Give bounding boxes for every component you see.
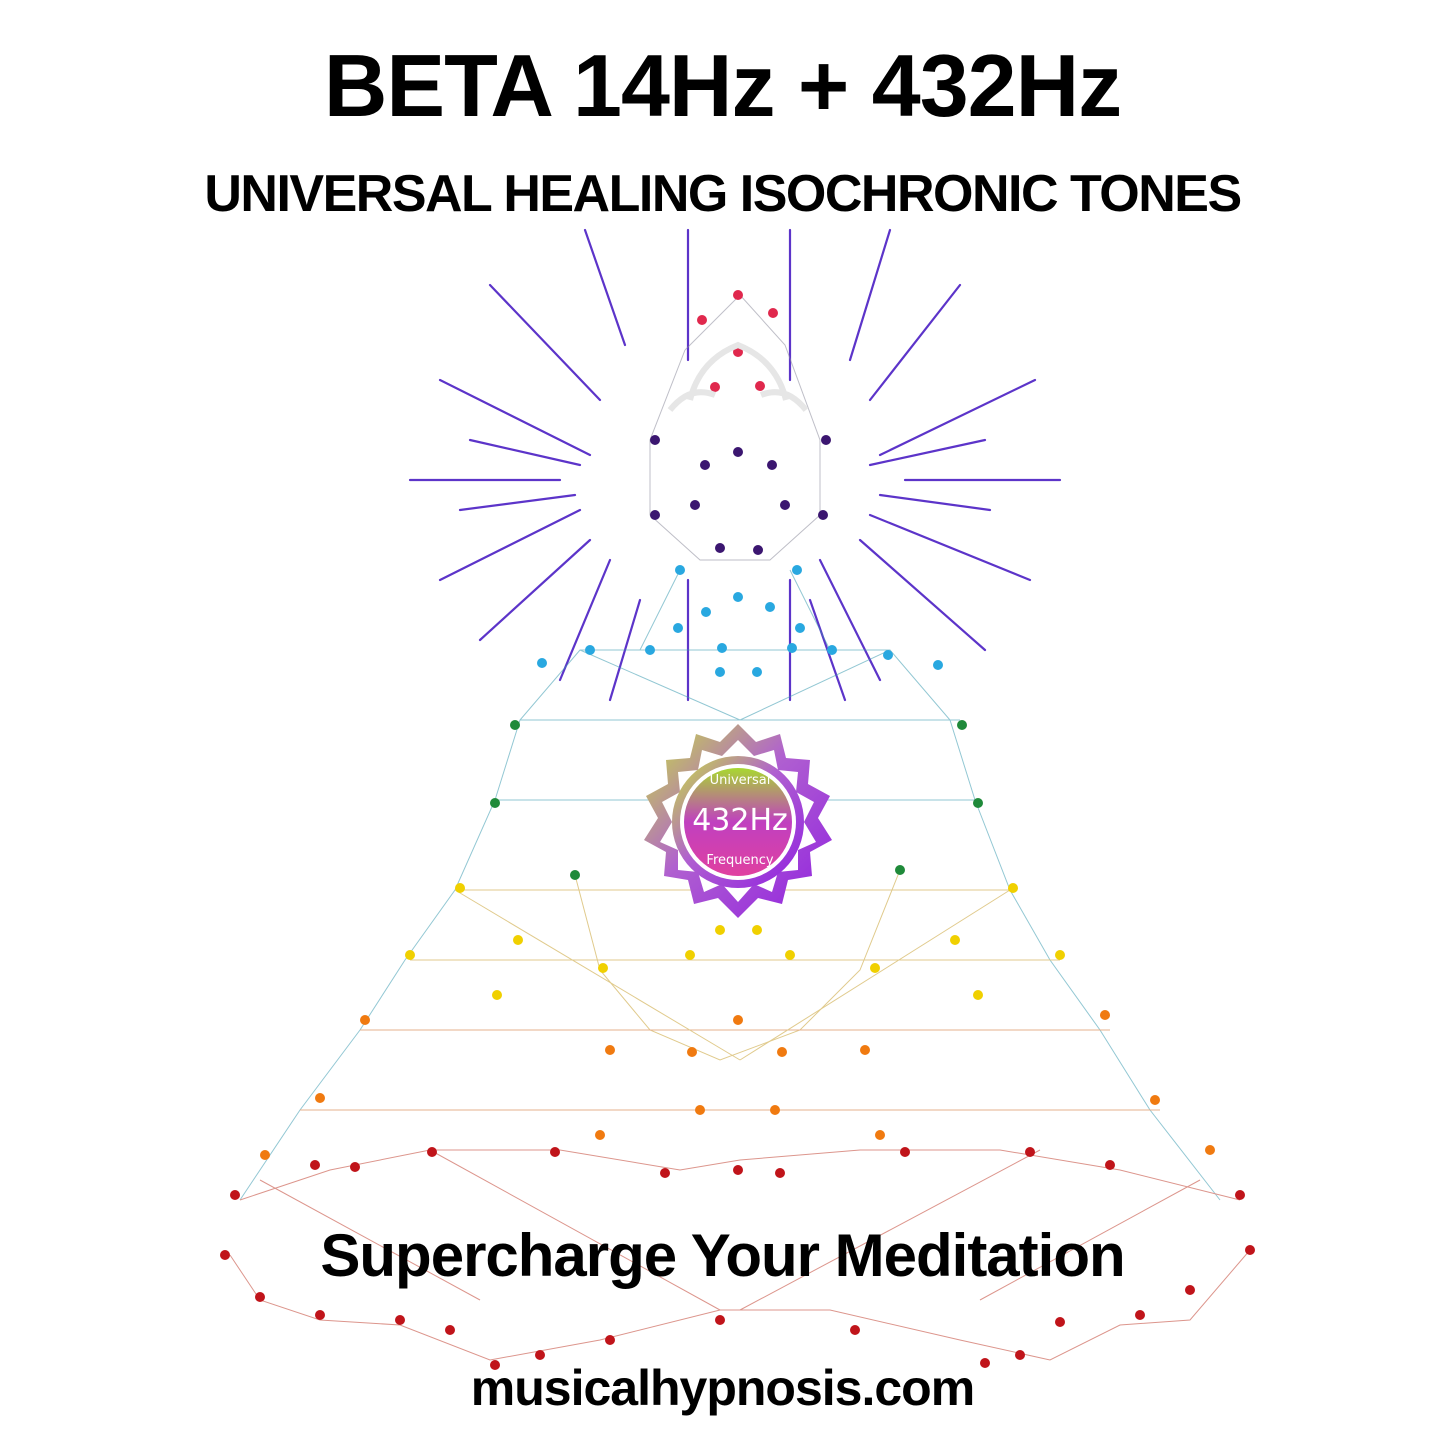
crown-nodes — [697, 290, 778, 392]
throat-nodes — [537, 565, 943, 677]
badge-main-text: 432Hz — [692, 803, 788, 838]
third-eye-nodes — [650, 435, 831, 555]
website-link[interactable]: musicalhypnosis.com — [470, 1360, 975, 1416]
tagline: Supercharge Your Meditation — [320, 1222, 1125, 1289]
page-title: BETA 14Hz + 432Hz — [323, 36, 1122, 135]
page-subtitle: UNIVERSAL HEALING ISOCHRONIC TONES — [204, 165, 1242, 223]
crown-lotus — [667, 341, 809, 412]
solar-nodes — [405, 883, 1065, 1000]
mesh-lines — [229, 294, 1251, 1361]
badge-top-text: Universal — [709, 773, 771, 788]
heart-nodes — [490, 720, 983, 880]
frequency-badge — [644, 724, 832, 918]
sacral-nodes — [260, 1010, 1215, 1160]
badge-bottom-text: Frequency — [706, 853, 774, 868]
root-nodes — [220, 1147, 1255, 1370]
